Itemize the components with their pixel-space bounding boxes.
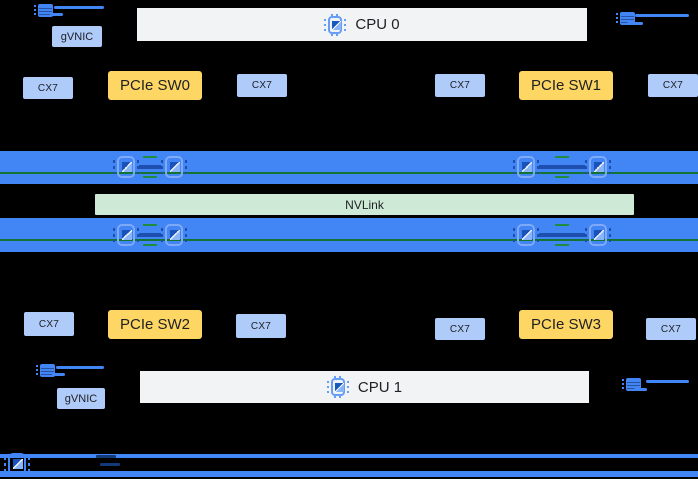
- gpu-chip-icon: [161, 222, 187, 248]
- gpu-chip-icon: [113, 222, 139, 248]
- cx7-box: CX7: [435, 74, 485, 97]
- cx7-box: CX7: [646, 318, 696, 340]
- cpu1-label: CPU 1: [357, 378, 403, 396]
- nvlink-dash-connector: [539, 223, 585, 247]
- network-link-line: [50, 13, 63, 16]
- gpu-chip-icon: [585, 154, 611, 180]
- gpu-chip-icon: [513, 222, 539, 248]
- cx7-box: CX7: [23, 77, 73, 99]
- network-link-line: [627, 22, 643, 25]
- network-port-icon: [36, 364, 55, 377]
- pcie-sw1-box: PCIe SW1: [519, 71, 613, 100]
- gpu-pair: [513, 222, 611, 248]
- network-link-line: [646, 380, 689, 383]
- network-link-line: [56, 366, 104, 369]
- pcie-sw2-box: PCIe SW2: [108, 310, 202, 339]
- network-link-line: [634, 388, 647, 391]
- gpu-chip-icon: [4, 451, 30, 477]
- network-port-icon: [622, 378, 641, 391]
- cpu0-label: CPU 0: [355, 16, 400, 33]
- cpu-chip-icon: [324, 13, 347, 36]
- gpu-chip-icon: [513, 154, 539, 180]
- network-port-icon: [34, 4, 53, 17]
- nvlink-dash-connector: [539, 155, 585, 179]
- pcie-sw3-box: PCIe SW3: [519, 310, 613, 339]
- cx7-box: CX7: [236, 314, 286, 338]
- nvlink-dash-connector: [139, 155, 161, 179]
- cx7-box: CX7: [435, 318, 485, 340]
- rail-dash: [100, 463, 120, 466]
- gvnic-box: gVNIC: [52, 26, 102, 47]
- nvlink-dash-connector: [139, 223, 161, 247]
- network-link-line: [635, 14, 689, 17]
- pcie-sw0-box: PCIe SW0: [108, 71, 202, 100]
- gpu-pair: [113, 154, 187, 180]
- gpu-chip-icon: [113, 154, 139, 180]
- cpu0-box: CPU 0: [137, 8, 587, 41]
- gpu-pair: [513, 154, 611, 180]
- cx7-box: CX7: [237, 74, 287, 97]
- gpu-pair: [113, 222, 187, 248]
- interconnect-line: [0, 239, 698, 241]
- gpu-chip-icon: [585, 222, 611, 248]
- cpu-chip-icon: [326, 376, 349, 398]
- network-link-line: [54, 6, 104, 9]
- interconnect-line: [0, 172, 698, 174]
- nvlink-bar: NVLink: [95, 194, 634, 215]
- network-link-line: [52, 373, 65, 376]
- cpu1-box: CPU 1: [140, 371, 589, 403]
- gpu-chip-icon: [161, 154, 187, 180]
- cx7-box: CX7: [24, 312, 74, 336]
- rail-dash: [96, 455, 116, 458]
- network-rail-line: [0, 471, 698, 477]
- gvnic-box: gVNIC: [57, 388, 105, 409]
- network-port-icon: [616, 12, 635, 25]
- cx7-box: CX7: [648, 74, 698, 97]
- network-rail-line: [0, 454, 698, 458]
